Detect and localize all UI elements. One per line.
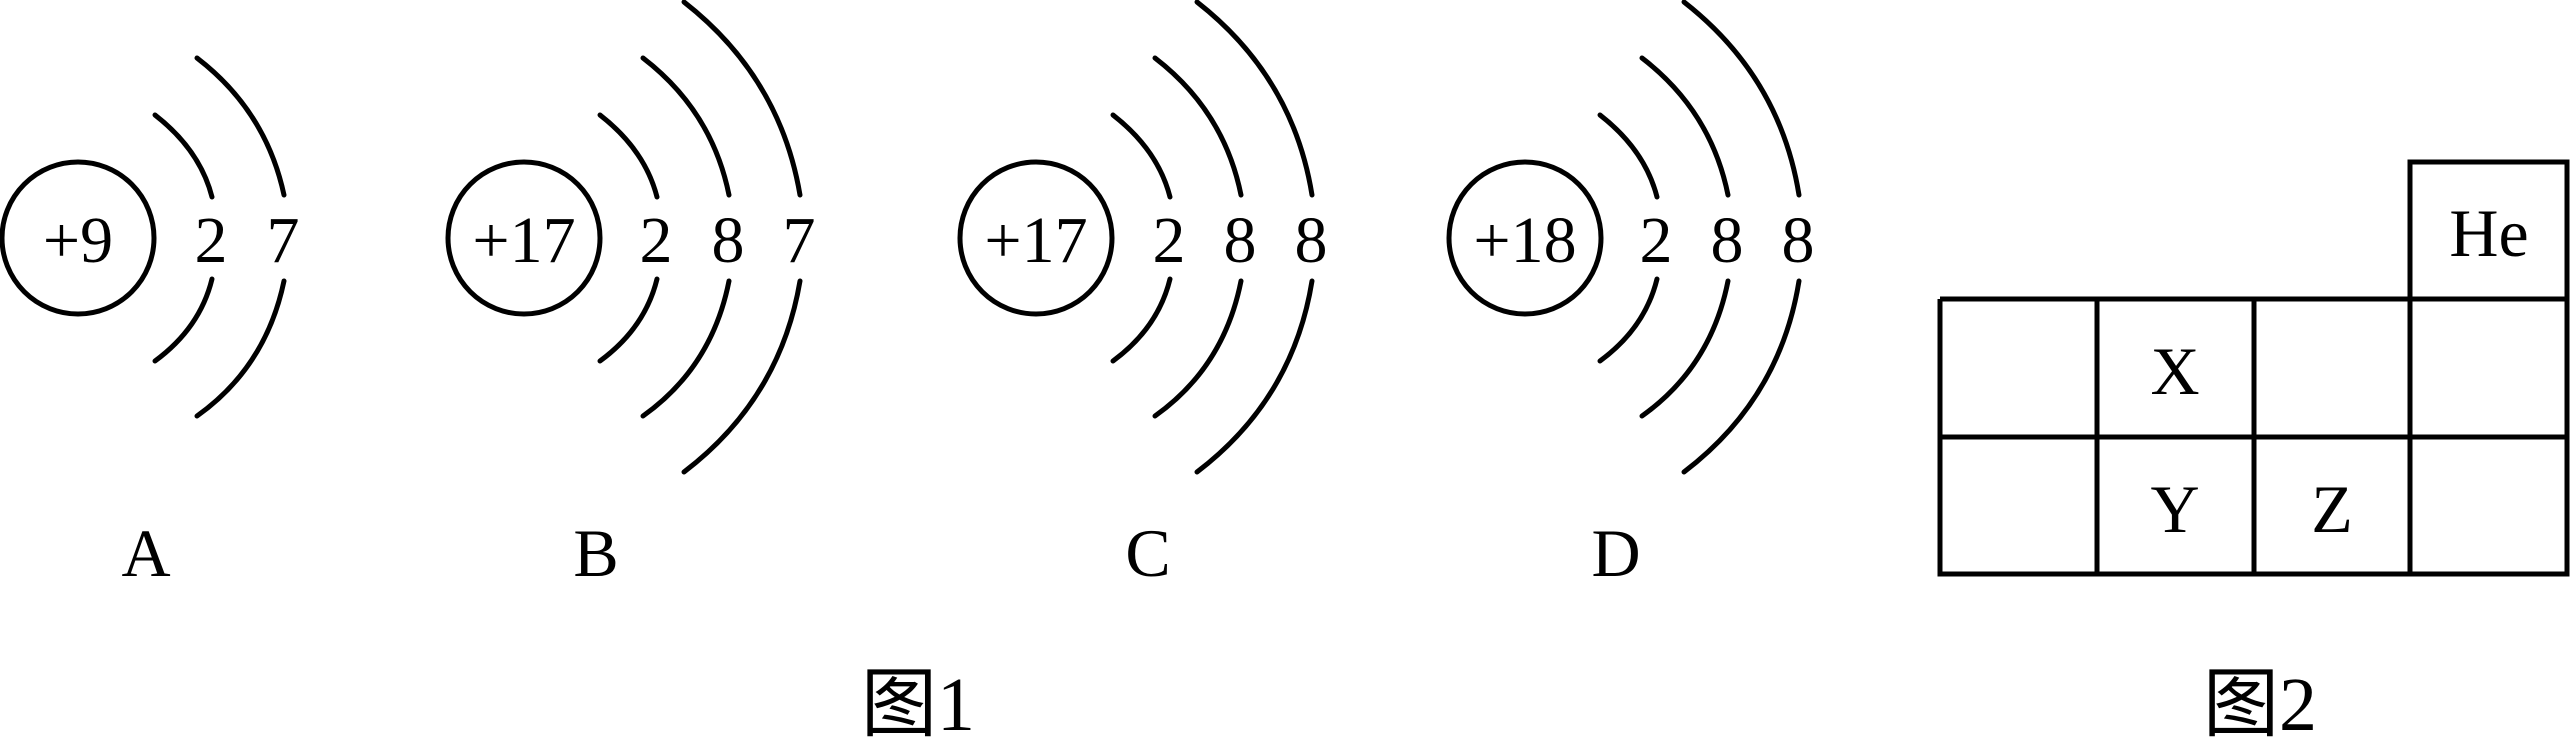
atom-d-label: D xyxy=(1591,515,1640,591)
atom-d-shell-2-arc-top xyxy=(1639,55,1731,198)
atom-d-nucleus xyxy=(1446,159,1604,317)
atom-a-nucleus xyxy=(0,159,157,317)
atom-b-shell-1-arc-bottom xyxy=(597,276,660,364)
cell-y-symbol: Y xyxy=(2150,471,2199,547)
figure1: +9 2 7 A +17 2 8 7 B +17 xyxy=(0,0,1815,743)
figure2: He X Y Z 图2 xyxy=(1937,159,2570,743)
atom-c-shell-2-arc-top xyxy=(1152,55,1244,198)
atom-b-nucleus xyxy=(445,159,603,317)
atom-d-shell-1-arc-bottom xyxy=(1597,276,1660,364)
atom-b-shell-2-count: 8 xyxy=(712,204,745,277)
periodic-table-grid xyxy=(1937,159,2570,577)
atom-c: +17 2 8 8 C xyxy=(957,0,1328,591)
atom-a-shell-1-count: 2 xyxy=(195,204,228,277)
atom-d-shell-2-count: 8 xyxy=(1711,204,1744,277)
atom-b-shell-3-count: 7 xyxy=(783,204,816,277)
atom-d-shell-1-count: 2 xyxy=(1640,204,1673,277)
grid-outline xyxy=(1937,296,2570,577)
atom-c-shell-1-arc-top xyxy=(1110,112,1173,200)
atom-c-shell-1-count: 2 xyxy=(1153,204,1186,277)
atom-b: +17 2 8 7 B xyxy=(445,0,816,591)
atom-d-nucleus-charge: +18 xyxy=(1473,204,1576,277)
cell-x-symbol: X xyxy=(2150,333,2199,409)
atom-c-shell-3-arc-top xyxy=(1194,0,1315,198)
atom-b-shell-2-arc-top xyxy=(640,55,732,198)
atom-b-nucleus-charge: +17 xyxy=(472,204,575,277)
atom-a-shell-2-arc-bottom xyxy=(194,278,287,419)
atom-c-shell-2-arc-bottom xyxy=(1152,278,1244,419)
atom-b-shell-1-count: 2 xyxy=(640,204,673,277)
atom-a-shell-2-arc-top xyxy=(194,55,287,198)
atom-d: +18 2 8 8 D xyxy=(1446,0,1815,591)
figure2-caption: 图2 xyxy=(2203,663,2317,743)
cell-he-symbol: He xyxy=(2449,195,2528,271)
atom-a-nucleus-charge: +9 xyxy=(43,204,113,277)
atom-d-shell-1-arc-top xyxy=(1597,112,1660,200)
atom-b-shell-2-arc-bottom xyxy=(640,278,732,419)
atom-c-shell-2-count: 8 xyxy=(1224,204,1257,277)
atom-b-shell-1-arc-top xyxy=(597,112,660,200)
atom-c-shell-3-arc-bottom xyxy=(1194,278,1315,475)
atom-b-label: B xyxy=(573,515,618,591)
atom-c-nucleus xyxy=(957,159,1115,317)
atom-b-shell-3-arc-bottom xyxy=(681,278,803,475)
atom-a-shell-2-count: 7 xyxy=(267,204,300,277)
atom-c-shell-1-arc-bottom xyxy=(1110,276,1173,364)
atom-c-label: C xyxy=(1125,515,1170,591)
figure1-caption: 图1 xyxy=(861,663,975,743)
atom-d-shell-2-arc-bottom xyxy=(1639,278,1731,419)
atom-a: +9 2 7 A xyxy=(0,55,300,591)
atom-d-shell-3-count: 8 xyxy=(1782,204,1815,277)
atom-a-shell-1-arc-bottom xyxy=(152,276,215,364)
atom-b-shell-3-arc-top xyxy=(681,0,803,198)
cell-z-symbol: Z xyxy=(2311,471,2353,547)
atom-c-shell-3-count: 8 xyxy=(1295,204,1328,277)
atom-a-label: A xyxy=(121,515,170,591)
atom-a-shell-1-arc-top xyxy=(152,112,215,200)
atom-c-nucleus-charge: +17 xyxy=(984,204,1087,277)
atom-d-shell-3-arc-bottom xyxy=(1681,278,1802,475)
atom-d-shell-3-arc-top xyxy=(1681,0,1802,198)
